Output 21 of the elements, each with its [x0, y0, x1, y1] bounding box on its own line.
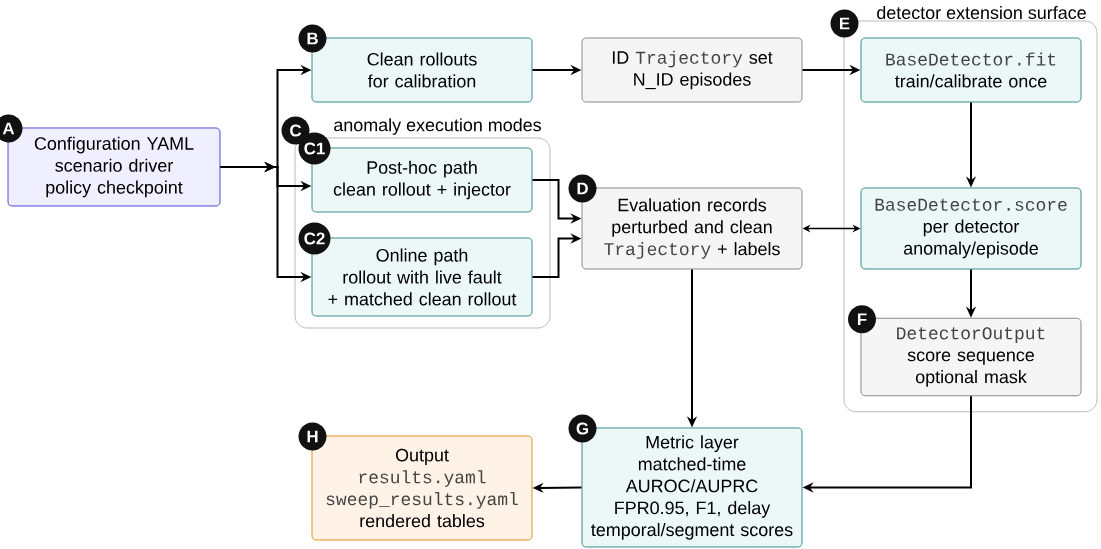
node-label: Metric layer: [646, 435, 739, 453]
node-label: AUROC/AUPRC: [625, 479, 758, 493]
letter-badge: F: [848, 305, 876, 334]
node-label: Evaluation records: [618, 198, 767, 212]
process-box: ID Trajectory set N_ID episodes: [581, 37, 803, 103]
node-label: sweep_results.yaml: [326, 492, 518, 509]
node-label: temporal/segment scores: [591, 522, 793, 540]
group-heading: detector extension surface: [877, 5, 1086, 20]
node-label: rendered tables: [360, 514, 485, 528]
process-box: BaseDetector.score per detector anomaly/episode: [860, 187, 1082, 270]
node-label: Output: [395, 448, 449, 466]
process-box: BaseDetector.fit train/calibrate once: [860, 37, 1082, 103]
letter-badge: C2: [298, 222, 331, 255]
node-label: results.yaml: [359, 470, 486, 487]
letter-badge: E: [830, 9, 859, 38]
node-label: FPR0.95, F1, delay: [615, 501, 771, 518]
node-label: matched-time: [638, 457, 746, 471]
group-heading: anomaly execution modes: [334, 118, 541, 135]
node-label: perturbed and clean: [612, 220, 772, 237]
node-label: + labels: [718, 242, 780, 256]
node-label: Trajectory: [604, 242, 711, 259]
